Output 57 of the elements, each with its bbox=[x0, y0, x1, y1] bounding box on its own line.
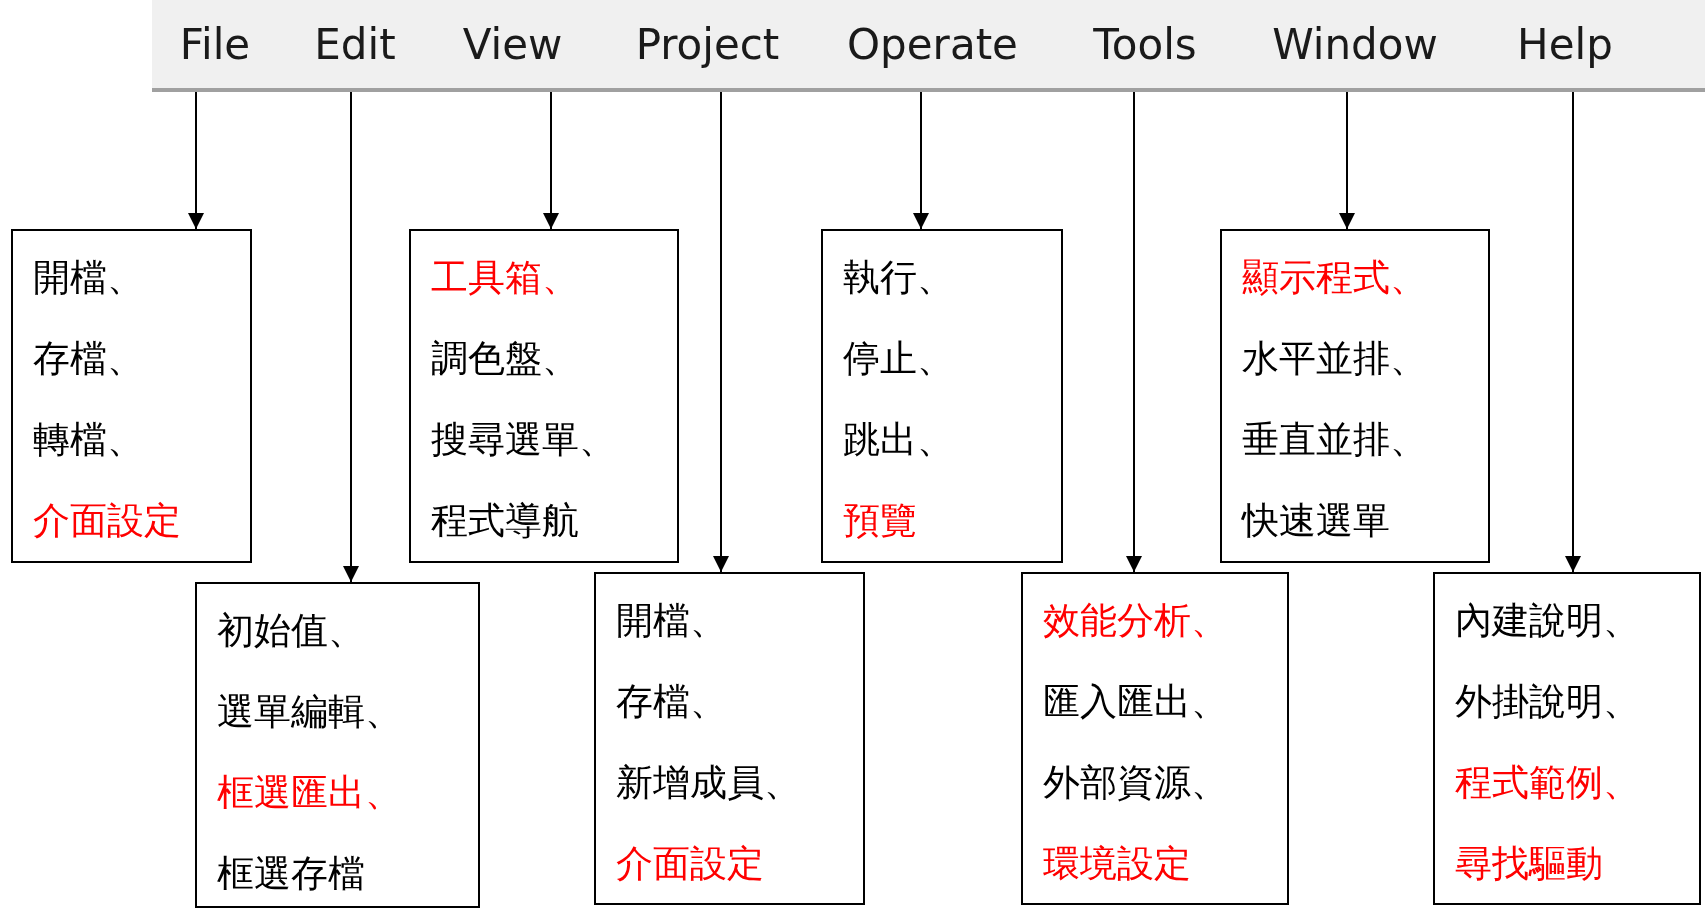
arrow bbox=[1339, 91, 1355, 230]
menu-entry: 停止、 bbox=[843, 336, 954, 382]
menu-box bbox=[594, 572, 865, 905]
menu-entry: 存檔、 bbox=[616, 679, 727, 725]
arrow bbox=[1126, 91, 1142, 573]
menu-entry: 新增成員、 bbox=[616, 760, 801, 806]
menu-item: Project bbox=[625, 0, 790, 88]
menu-item: Operate bbox=[830, 0, 1035, 88]
menu-entry: 快速選單 bbox=[1242, 498, 1390, 544]
menu-item: Edit bbox=[300, 0, 410, 88]
menu-box bbox=[1433, 572, 1701, 905]
menu-bar bbox=[152, 0, 1705, 92]
menu-entry: 轉檔、 bbox=[33, 417, 144, 463]
menu-entry: 介面設定 bbox=[616, 841, 764, 887]
menu-entry: 框選匯出、 bbox=[217, 770, 402, 816]
menu-item: Help bbox=[1505, 0, 1625, 88]
menu-entry: 程式範例、 bbox=[1455, 760, 1640, 806]
menu-entry: 內建說明、 bbox=[1455, 598, 1640, 644]
menu-entry: 環境設定 bbox=[1043, 841, 1191, 887]
menu-entry: 存檔、 bbox=[33, 336, 144, 382]
menu-box bbox=[11, 229, 252, 563]
menu-item: File bbox=[165, 0, 265, 88]
arrow bbox=[1565, 91, 1581, 573]
menu-box bbox=[1220, 229, 1490, 563]
arrow bbox=[713, 91, 729, 573]
arrow bbox=[913, 91, 929, 230]
menu-box bbox=[1021, 572, 1289, 905]
menu-box bbox=[821, 229, 1063, 563]
menu-entry: 初始值、 bbox=[217, 608, 365, 654]
menu-entry: 外掛說明、 bbox=[1455, 679, 1640, 725]
arrow bbox=[343, 91, 359, 583]
menu-entry: 介面設定 bbox=[33, 498, 181, 544]
menu-entry: 工具箱、 bbox=[431, 255, 579, 301]
arrow bbox=[188, 91, 204, 230]
menu-entry: 效能分析、 bbox=[1043, 598, 1228, 644]
menu-entry: 外部資源、 bbox=[1043, 760, 1228, 806]
menu-item: Window bbox=[1255, 0, 1455, 88]
menu-entry: 程式導航 bbox=[431, 498, 579, 544]
menu-entry: 開檔、 bbox=[33, 255, 144, 301]
menu-entry: 垂直並排、 bbox=[1242, 417, 1427, 463]
menu-entry: 框選存檔 bbox=[217, 851, 365, 897]
menu-entry: 執行、 bbox=[843, 255, 954, 301]
menu-entry: 選單編輯、 bbox=[217, 689, 402, 735]
menu-item: Tools bbox=[1080, 0, 1210, 88]
menu-entry: 水平並排、 bbox=[1242, 336, 1427, 382]
menu-entry: 顯示程式、 bbox=[1242, 255, 1427, 301]
menu-entry: 調色盤、 bbox=[431, 336, 579, 382]
menu-box bbox=[195, 582, 480, 908]
menu-entry: 跳出、 bbox=[843, 417, 954, 463]
menu-entry: 搜尋選單、 bbox=[431, 417, 616, 463]
menu-entry: 尋找驅動 bbox=[1455, 841, 1603, 887]
menu-entry: 預覽 bbox=[843, 498, 917, 544]
menu-item: View bbox=[450, 0, 575, 88]
menu-box bbox=[409, 229, 679, 563]
menu-entry: 開檔、 bbox=[616, 598, 727, 644]
menu-entry: 匯入匯出、 bbox=[1043, 679, 1228, 725]
arrow bbox=[543, 91, 559, 230]
